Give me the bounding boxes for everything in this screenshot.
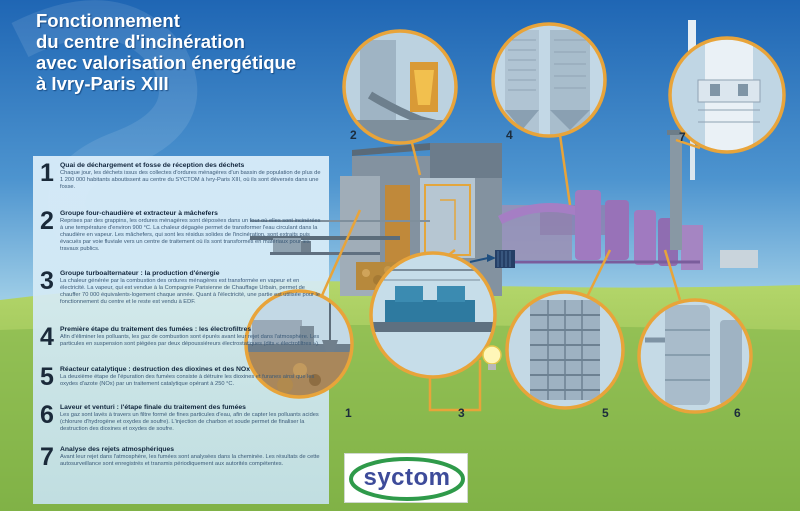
step-heading: Groupe four-chaudière et extracteur à mâ… [60,210,218,217]
step-body: Reprises par des grappins, les ordures m… [60,218,321,252]
logo-text: syctom [363,464,451,491]
title-line-2: du centre d'incinération [36,31,245,52]
callout-label-7: 7 [679,130,686,144]
callout-label-3: 3 [458,406,465,420]
step-number: 6 [40,401,54,429]
step-body: La chaleur générée par la combustion des… [60,278,320,305]
page-title: Fonctionnement du centre d'incinération … [36,10,366,94]
step-number: 3 [40,267,54,295]
step-heading: Première étape du traitement des fumées … [60,326,252,333]
callout-4 [491,22,607,138]
step-body: Chaque jour, les déchets issus des colle… [60,170,321,190]
callout-1 [244,289,354,399]
step-number: 2 [40,207,54,235]
callout-label-5: 5 [602,406,609,420]
step-body: La deuxième étape de l'épuration des fum… [60,374,315,387]
syctom-logo: syctom [344,453,468,503]
callout-5 [505,290,625,410]
callout-label-2: 2 [350,128,357,142]
step-heading: Groupe turboalternateur : la production … [60,270,220,277]
callout-label-1: 1 [345,406,352,420]
step-number: 4 [40,323,54,351]
title-line-4: à Ivry-Paris XIII [36,73,169,94]
step-heading: Analyse des rejets atmosphériques [60,446,175,453]
callout-7 [668,36,786,154]
step-body: Afin d'éliminer les polluants, les gaz d… [60,334,320,347]
title-line-3: avec valorisation énergétique [36,52,297,73]
callout-label-6: 6 [734,406,741,420]
step-heading: Réacteur catalytique : destruction des d… [60,366,250,373]
callout-label-4: 4 [506,128,513,142]
step-number: 5 [40,363,54,391]
step-body: Les gaz sont lavés à travers un filtre f… [60,412,319,432]
callout-3 [369,250,515,379]
callout-6 [637,298,753,414]
step-heading: Quai de déchargement et fosse de récepti… [60,162,245,169]
step-heading: Laveur et venturi : l'étape finale du tr… [60,404,246,411]
logo-emblem [349,457,465,501]
step-number: 1 [40,159,54,187]
title-line-1: Fonctionnement [36,10,180,31]
step-number: 7 [40,443,54,471]
step-body: Avant leur rejet dans l'atmosphère, les … [60,454,320,467]
